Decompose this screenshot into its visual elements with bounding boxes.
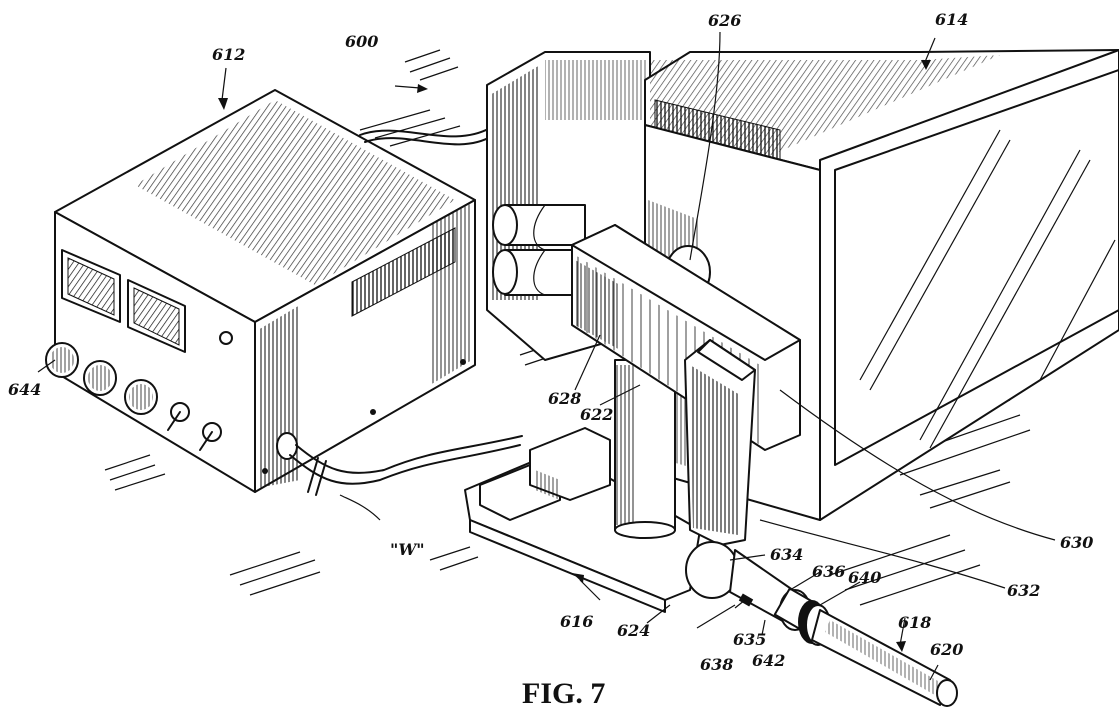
label-644: 644 xyxy=(8,380,41,399)
knob-1 xyxy=(45,342,79,378)
leader-lines xyxy=(37,31,1056,681)
label-640: 640 xyxy=(848,568,881,587)
label-622: 622 xyxy=(580,405,613,424)
label-600: 600 xyxy=(345,32,378,51)
meter-left xyxy=(61,249,121,323)
arrow-heads xyxy=(218,60,931,652)
handpiece-618 xyxy=(685,541,958,707)
label-612: 612 xyxy=(212,45,245,64)
label-638: 638 xyxy=(700,655,733,674)
stand-616 xyxy=(464,359,701,613)
toggle-switch-2 xyxy=(199,422,222,451)
knob-3 xyxy=(124,379,158,415)
label-628: 628 xyxy=(548,389,581,408)
label-626: 626 xyxy=(708,11,741,30)
meter-right xyxy=(127,279,186,353)
label-624: 624 xyxy=(617,621,650,640)
label-632: 632 xyxy=(1007,581,1040,600)
cable-w xyxy=(289,435,523,496)
label-634: 634 xyxy=(770,545,803,564)
label-642: 642 xyxy=(752,651,785,670)
reference-labels: 600 612 614 616 618 620 622 624 626 628 … xyxy=(8,10,1093,674)
label-630: 630 xyxy=(1060,533,1093,552)
label-618: 618 xyxy=(898,613,931,632)
horn-632 xyxy=(684,339,756,546)
vent-grille xyxy=(351,227,456,317)
figure-caption: FIG. 7 xyxy=(522,677,605,710)
label-wire-w: "W" xyxy=(390,540,425,559)
knob-2 xyxy=(83,360,117,396)
power-supply-612 xyxy=(45,89,503,493)
label-616: 616 xyxy=(560,612,593,631)
label-620: 620 xyxy=(930,640,963,659)
label-635: 635 xyxy=(733,630,766,649)
label-636: 636 xyxy=(812,562,845,581)
toggle-switch-1 xyxy=(167,402,190,431)
cylinders xyxy=(492,204,586,296)
label-614: 614 xyxy=(935,10,968,29)
ground-shading xyxy=(104,49,1031,606)
